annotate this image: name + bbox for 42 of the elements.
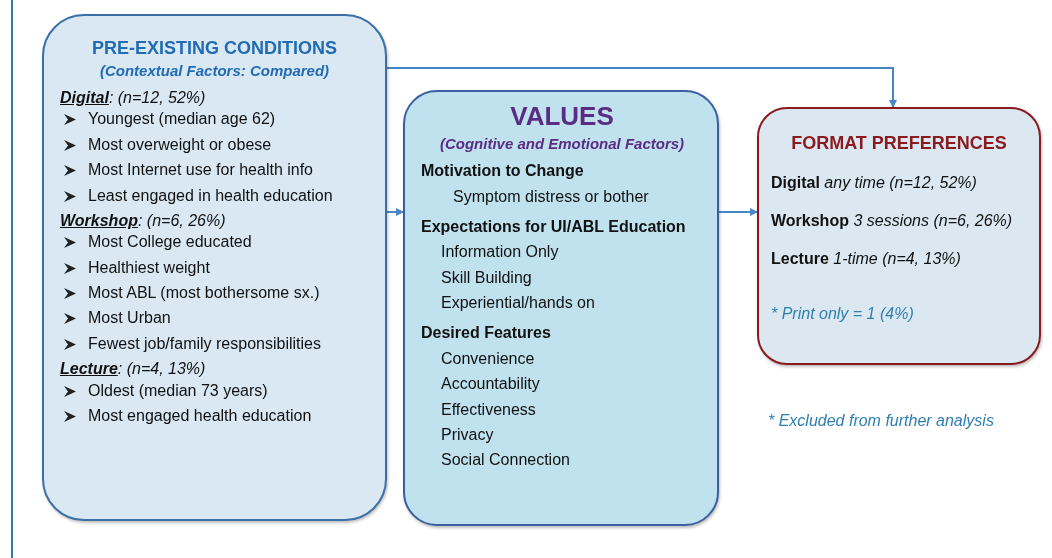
rounded-box [403, 90, 719, 526]
bullet-item: Most Internet use for health info [88, 161, 313, 179]
bullet-item: Youngest (median age 62) [88, 110, 276, 128]
bullet-item: Most overweight or obese [88, 135, 272, 153]
footnote: * Excluded from further analysis [768, 412, 994, 430]
list-item: Social Connection [440, 451, 571, 470]
arrow [386, 67, 897, 108]
list-item: Accountability [440, 375, 541, 394]
box-subtitle: (Contextual Factors: Compared) [98, 61, 331, 79]
preference-line: Lecture 1-time (n=4, 13%) [771, 250, 962, 269]
list-item: Privacy [440, 426, 495, 445]
rounded-box [42, 14, 387, 521]
group-heading: Workshop: (n=6, 26%) [60, 211, 227, 231]
preference-line: Workshop 3 sessions (n=6, 26%) [771, 212, 1014, 231]
box-title: VALUES [509, 102, 615, 132]
list-item: Convenience [440, 349, 536, 369]
section-heading: Expectations for UI/ABL Education [421, 217, 687, 237]
box-title: FORMAT PREFERENCES [790, 133, 1008, 154]
box-title: PRE-EXISTING CONDITIONS [91, 38, 338, 59]
list-item: Symptom distress or bother [452, 187, 650, 206]
group-heading: Lecture: (n=4, 13%) [60, 360, 207, 379]
preference-line: Digital any time (n=12, 52%) [771, 173, 978, 193]
list-item: Skill Building [440, 268, 533, 288]
bullet-item: Healthiest weight [88, 258, 210, 276]
bullet-item: Oldest (median 73 years) [88, 381, 268, 399]
list-item: Information Only [440, 243, 560, 262]
bullet-item: Fewest job/family responsibilities [88, 334, 321, 352]
group-heading: Digital: (n=12, 52%) [60, 88, 207, 108]
box-subtitle: (Cognitive and Emotional Factors) [438, 134, 686, 153]
list-item: Experiential/hands on [440, 294, 596, 313]
arrow [386, 208, 404, 216]
bullet-item: Most engaged health education [88, 407, 312, 424]
arrow [718, 208, 758, 216]
list-item: Effectiveness [440, 400, 537, 420]
bullet-item: Least engaged in health education [88, 186, 333, 204]
section-heading: Desired Features [421, 324, 552, 343]
bullet-item: Most ABL (most bothersome sx.) [88, 284, 320, 302]
rounded-box [757, 107, 1041, 365]
section-heading: Motivation to Change [421, 162, 585, 181]
bullet-item: Most College educated [88, 233, 252, 251]
footnote: * Print only = 1 (4%) [771, 304, 915, 324]
bullet-item: Most Urban [88, 309, 171, 327]
